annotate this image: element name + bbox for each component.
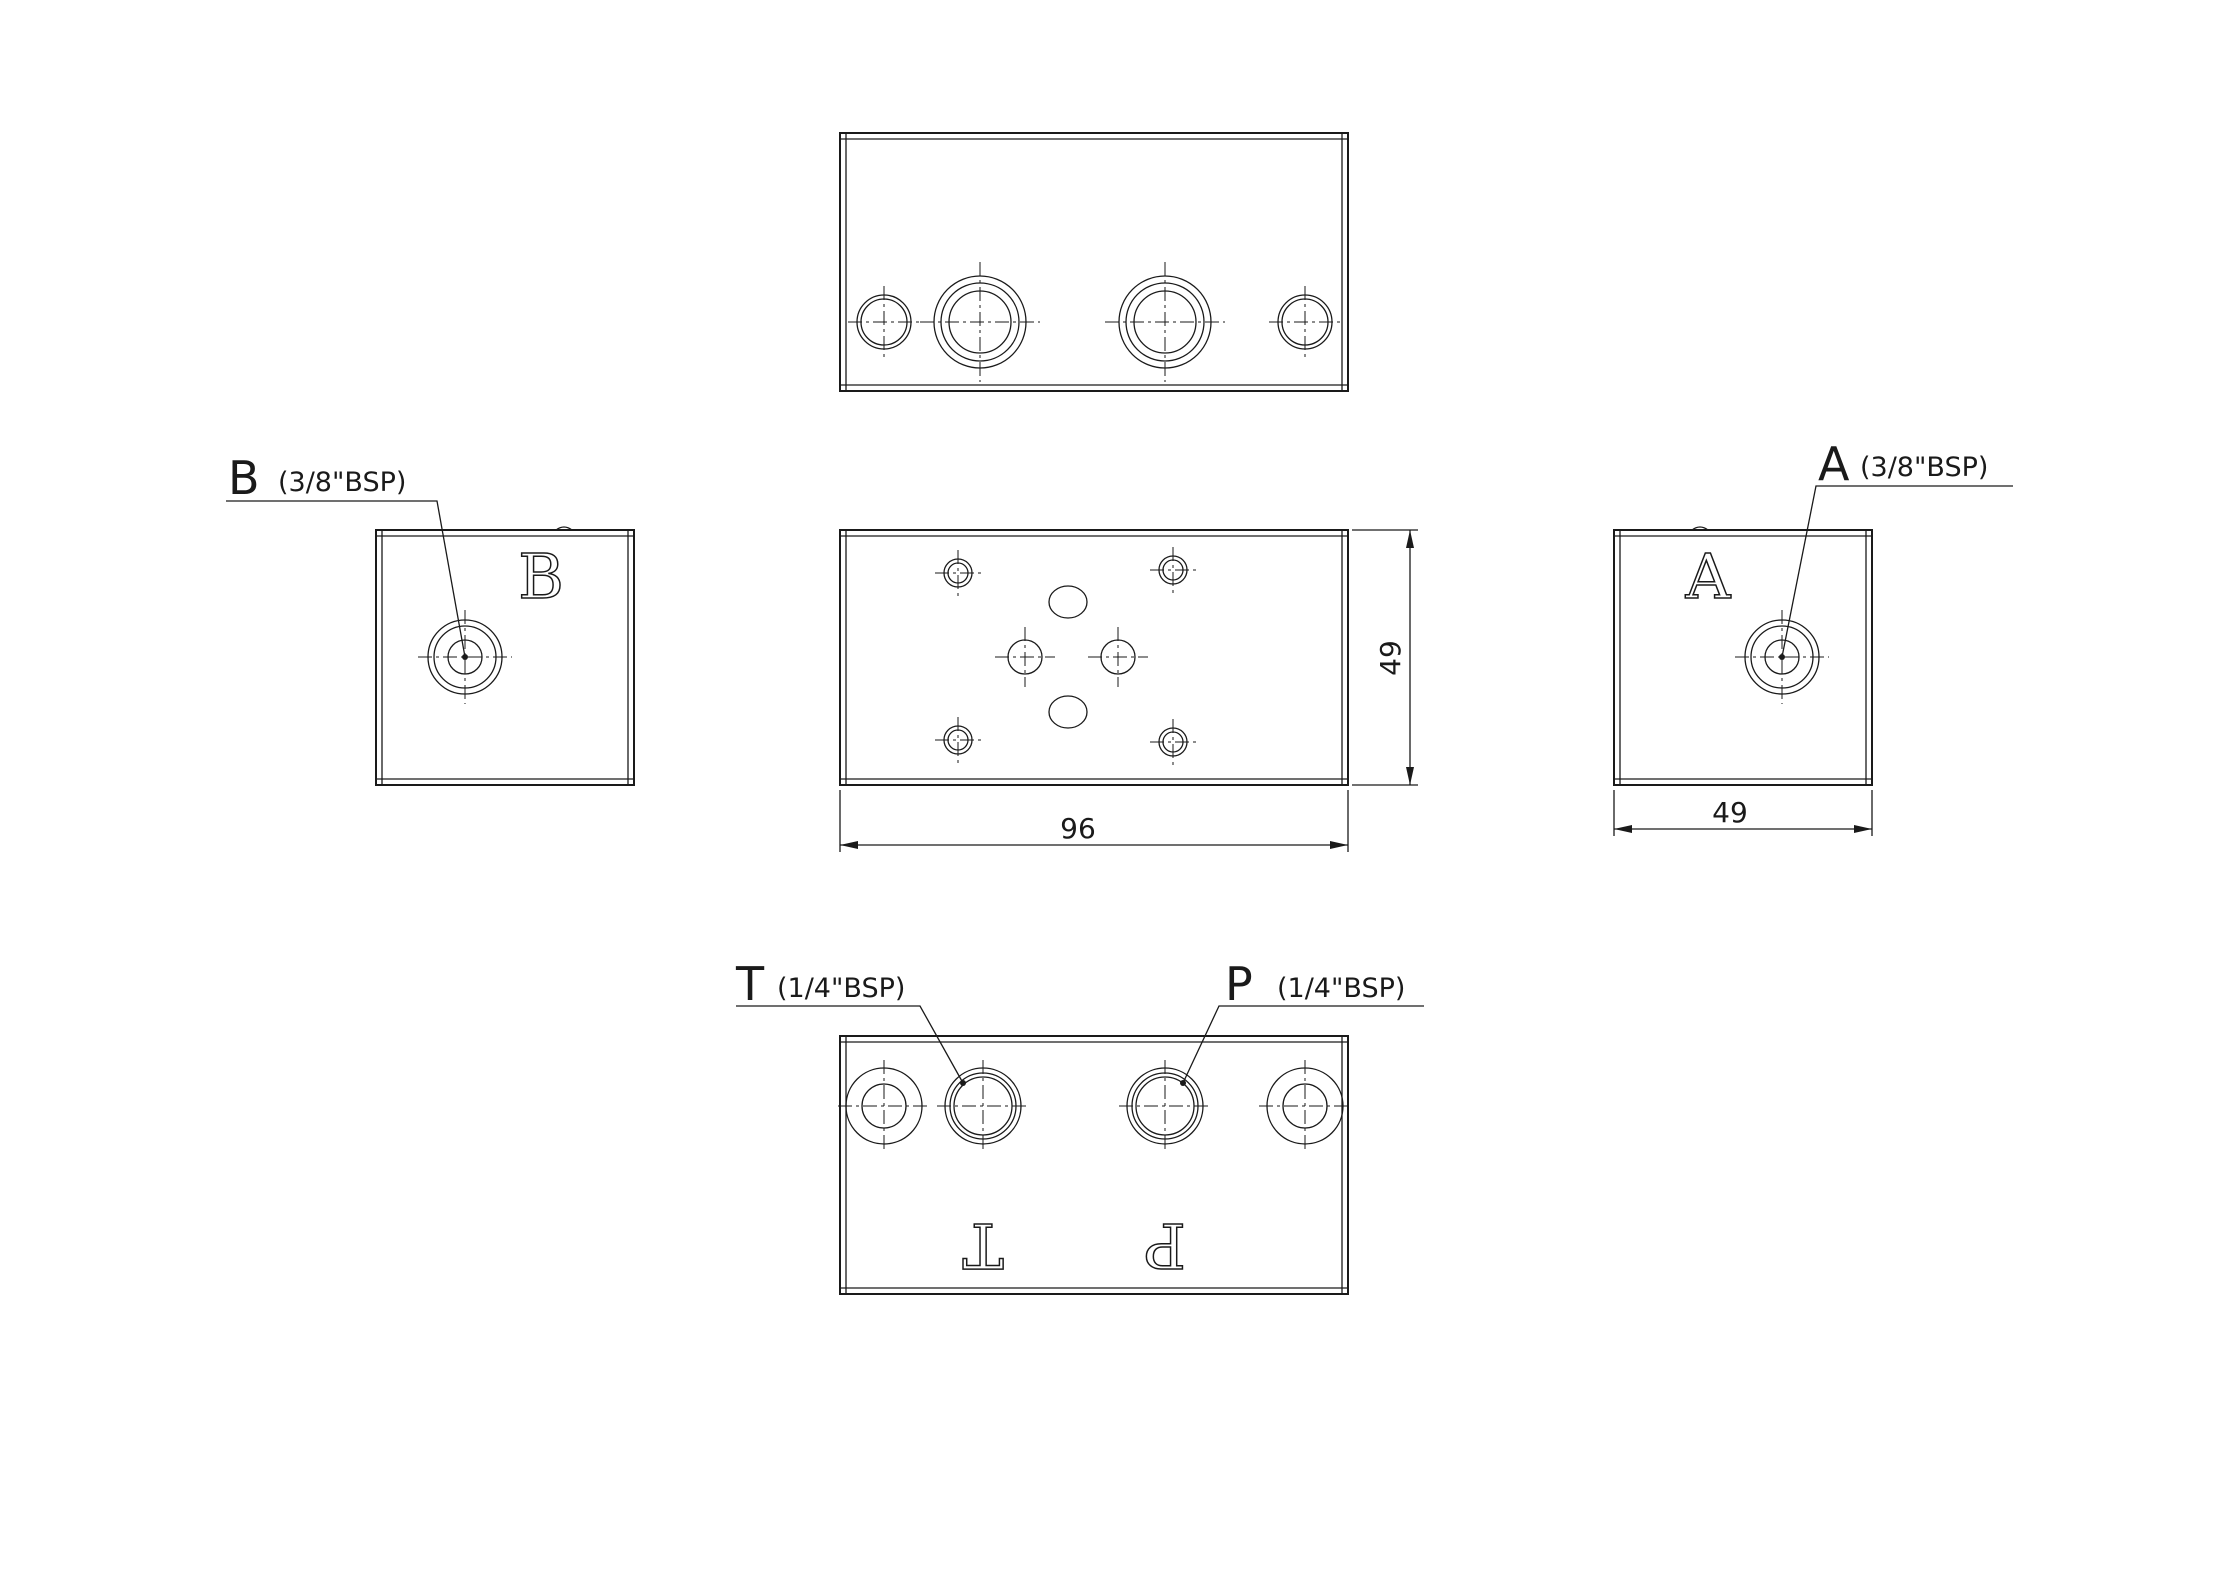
engraved-letter-a: A [1685, 540, 1732, 613]
bottom-view-outline [839, 1035, 1349, 1295]
dimension-height-label: 49 [1374, 640, 1407, 676]
port-p-hole [1119, 1060, 1211, 1152]
mount-hole-br [1150, 719, 1196, 765]
top-port-left [920, 262, 1040, 382]
top-view-outline [839, 132, 1349, 392]
port-b-letter: B [228, 451, 260, 505]
left-view-outline [375, 529, 635, 786]
top-bolt-hole-right [1269, 286, 1341, 358]
dimension-width [839, 790, 1349, 852]
mount-hole-bl [935, 717, 981, 763]
top-bolt-hole-left [848, 286, 920, 358]
front-port-right [1088, 627, 1148, 687]
top-port-right [1105, 262, 1225, 382]
front-port-left [995, 627, 1055, 687]
port-p-spec: (1/4"BSP) [1277, 973, 1405, 1004]
front-view: 96 49 [839, 529, 1418, 852]
port-a-leader [1781, 485, 2013, 658]
dimension-side-width [1613, 790, 1873, 836]
port-t-spec: (1/4"BSP) [777, 973, 905, 1004]
left-side-view: B B (3/8"BSP) [226, 451, 635, 786]
port-a-letter: A [1818, 437, 1850, 491]
right-view-outline [1613, 529, 1873, 786]
front-view-outline [839, 529, 1349, 786]
engraved-letter-t: T [962, 1209, 1003, 1282]
port-t-letter: T [735, 957, 765, 1011]
bottom-bolt-hole-right [1259, 1060, 1351, 1152]
port-b-leader [226, 500, 466, 658]
port-t-hole [937, 1060, 1029, 1152]
port-t-leader [736, 1005, 964, 1084]
port-p-letter: P [1225, 957, 1253, 1011]
port-a-spec: (3/8"BSP) [1860, 452, 1988, 483]
bottom-bolt-hole-left [838, 1060, 930, 1152]
bottom-view: T P T (1/4"BSP) P (1/4"BSP) [735, 957, 1424, 1295]
mount-hole-tr [1150, 547, 1196, 593]
front-oval-bottom [1048, 695, 1088, 729]
front-oval-top [1048, 585, 1088, 619]
dimension-width-label: 96 [1060, 812, 1096, 845]
port-b-spec: (3/8"BSP) [278, 467, 406, 498]
dimension-side-width-label: 49 [1712, 796, 1748, 829]
dimension-height [1352, 529, 1418, 786]
engraved-letter-p: P [1144, 1209, 1186, 1282]
mount-hole-tl [935, 550, 981, 596]
right-side-view: A A (3/8"BSP) 49 [1613, 437, 2013, 836]
port-b-hole [418, 610, 512, 704]
top-view [839, 132, 1349, 392]
port-a-hole [1735, 610, 1829, 704]
port-p-leader [1182, 1005, 1424, 1084]
engraved-letter-b: B [518, 540, 564, 613]
